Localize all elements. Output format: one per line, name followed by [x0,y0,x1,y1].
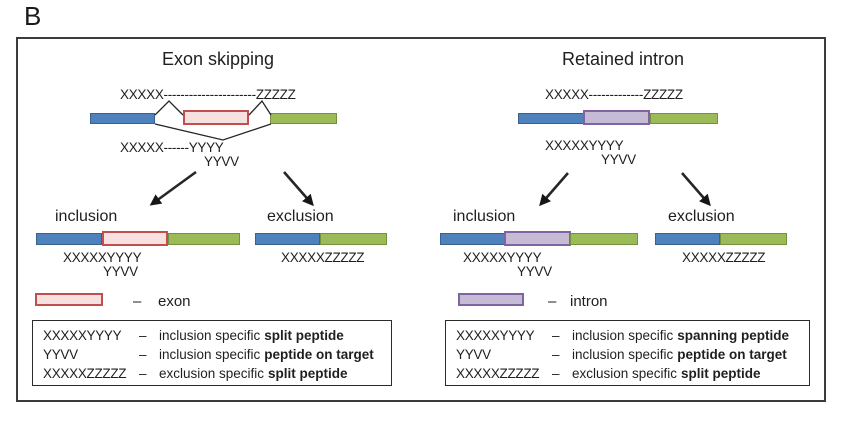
legend-code: XXXXXYYYY [456,328,535,343]
retained-intron-exclusion-peptide: XXXXXZZZZZ [682,250,766,265]
panel-title-exon-skipping: Exon skipping [161,49,275,69]
retained-intron-inclusion-label: inclusion [453,208,516,225]
retained-intron-exclusion-downstream-exon [720,233,787,245]
intron-swatch-dash: – [548,293,557,310]
retained-intron-inclusion-peptide-line1: XXXXXYYYY [463,250,542,265]
exon-skipping-inclusion-peptide-line2: YYVV [103,264,138,279]
legend-description-bold: split peptide [268,366,348,381]
legend-dash: – [139,328,147,343]
retained-intron-inclusion-upstream-exon [440,233,505,245]
legend-code: XXXXXZZZZZ [43,366,127,381]
legend-dash: – [552,328,560,343]
legend-description-normal: inclusion specific [159,347,261,362]
exon-skipping-exclusion-upstream-exon [255,233,320,245]
intron-swatch-label: intron [570,293,608,310]
legend-code: XXXXXYYYY [43,328,122,343]
retained-intron-exclusion-label: exclusion [668,208,735,225]
legend-description-bold: spanning peptide [677,328,790,343]
exon-swatch-label: exon [158,293,191,310]
retained-intron-junction-peptide-line1: XXXXXYYYY [545,138,624,153]
retained-intron-premrna-downstream-exon [650,113,718,124]
exon-skipping-inclusion-alternative-exon [102,231,168,246]
exon-skipping-junction-peptide-line1: XXXXX------YYYY [120,140,224,155]
legend-description-bold: split peptide [681,366,761,381]
retained-intron-inclusion-peptide-line2: YYVV [517,264,552,279]
legend-dash: – [139,366,147,381]
legend-description-normal: inclusion specific [159,328,261,343]
legend-description-normal: inclusion specific [572,347,674,362]
legend-description-bold: split peptide [264,328,344,343]
legend-dash: – [552,366,560,381]
exon-skipping-inclusion-label: inclusion [55,208,118,225]
legend-dash: – [139,347,147,362]
legend-description-normal: exclusion specific [159,366,265,381]
exon-skipping-inclusion-peptide-line1: XXXXXYYYY [63,250,142,265]
legend-code: YYVV [43,347,78,362]
retained-intron-premrna-intron [583,110,650,125]
exon-skipping-premrna-downstream-exon [270,113,337,124]
legend-description-normal: inclusion specific [572,328,674,343]
retained-intron-exclusion-upstream-exon [655,233,720,245]
legend-code: XXXXXZZZZZ [456,366,540,381]
retained-intron-junction-peptide-line2: YYVV [601,152,636,167]
legend-dash: – [552,347,560,362]
legend-code: YYVV [456,347,491,362]
exon-skipping-inclusion-upstream-exon [36,233,102,245]
exon-swatch-dash: – [133,293,142,310]
intron-swatch [458,293,524,306]
retained-intron-inclusion-downstream-exon [570,233,638,245]
panel-title-retained-intron: Retained intron [561,49,685,69]
figure-label: B [24,1,42,31]
exon-skipping-inclusion-downstream-exon [168,233,240,245]
exon-skipping-exclusion-peptide: XXXXXZZZZZ [281,250,365,265]
exon-skipping-premrna-upstream-exon [90,113,155,124]
exon-swatch [35,293,103,306]
exon-skipping-junction-peptide-line2: YYVV [204,154,239,169]
exon-skipping-premrna-alternative-exon [183,110,249,125]
exon-skipping-premrna-peptide: XXXXX----------------------ZZZZZ [120,87,296,102]
legend-description-bold: peptide on target [264,347,374,362]
retained-intron-premrna-peptide: XXXXX-------------ZZZZZ [545,87,683,102]
legend-description-bold: peptide on target [677,347,787,362]
retained-intron-premrna-upstream-exon [518,113,584,124]
exon-skipping-exclusion-downstream-exon [320,233,387,245]
retained-intron-inclusion-intron [504,231,571,246]
exon-skipping-exclusion-label: exclusion [267,208,334,225]
legend-description-normal: exclusion specific [572,366,678,381]
